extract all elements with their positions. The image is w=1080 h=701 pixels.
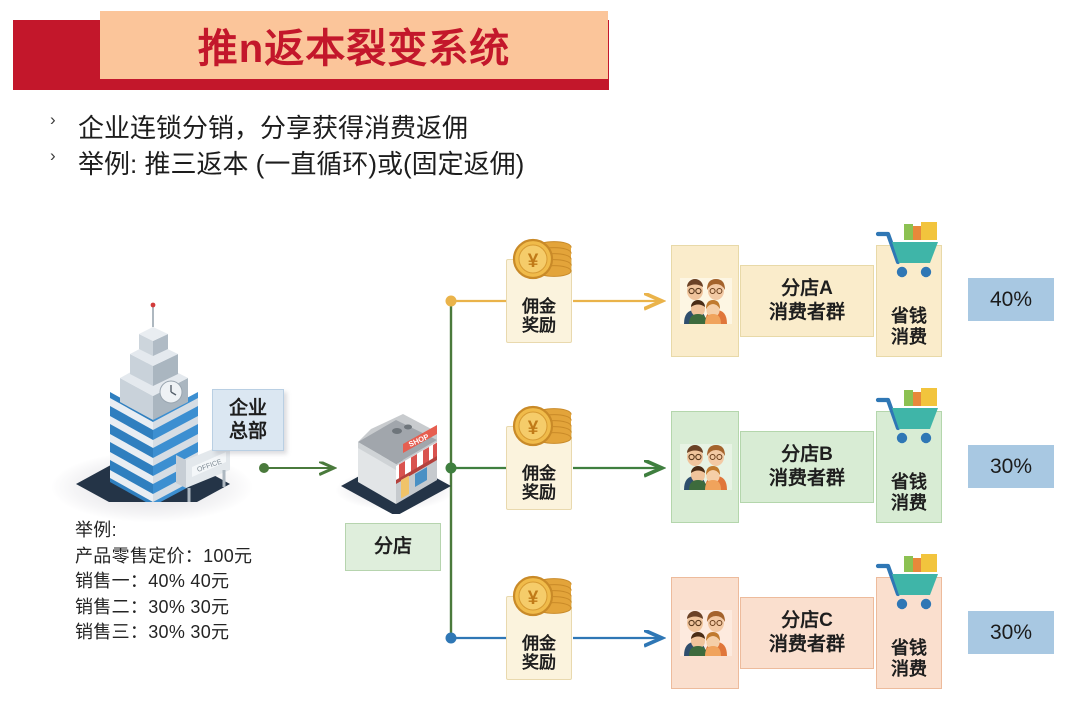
save-panel-row-b: 省钱 消费 bbox=[876, 411, 942, 523]
save-label-line2-row-b: 消费 bbox=[891, 492, 927, 513]
branch-group-line1-row-b: 分店B bbox=[781, 444, 833, 466]
save-label-line2-row-c: 消费 bbox=[891, 658, 927, 679]
save-label-line1-row-a: 省钱 bbox=[891, 305, 927, 326]
branch-group-panel-row-c: 分店C 消费者群 bbox=[740, 597, 874, 669]
example-line-2: 销售一：40% 40元 bbox=[75, 571, 230, 592]
svg-text:¥: ¥ bbox=[528, 251, 539, 272]
shop-icon: SHOP bbox=[341, 414, 451, 514]
headquarters-label-line2: 总部 bbox=[228, 421, 267, 442]
branch-group-line1-row-a: 分店A bbox=[781, 278, 833, 300]
commission-label-line1: 佣金 bbox=[522, 463, 556, 483]
chevron-right-icon: › bbox=[50, 110, 56, 129]
shopping-cart-icon bbox=[875, 554, 938, 610]
bullet-item-1: › 企业连锁分销，分享获得消费返佣 bbox=[40, 108, 740, 144]
save-label-line2-row-a: 消费 bbox=[891, 326, 927, 347]
branch-group-line2-row-b: 消费者群 bbox=[768, 468, 845, 489]
shopping-cart-icon bbox=[875, 222, 938, 278]
commission-label-line1: 佣金 bbox=[522, 296, 556, 316]
save-panel-row-c: 省钱 消费 bbox=[876, 577, 942, 689]
shopping-cart-icon bbox=[875, 388, 938, 444]
family-panel-row-a bbox=[671, 245, 739, 357]
headquarters-label-line1: 企业 bbox=[228, 397, 267, 419]
commission-label-line1: 佣金 bbox=[522, 633, 556, 653]
bullet-item-1-label: 企业连锁分销，分享获得消费返佣 bbox=[78, 112, 469, 143]
commission-label-line2: 奖励 bbox=[522, 653, 556, 673]
branch-store-label: 分店 bbox=[345, 523, 441, 571]
coin-stack-icon: ¥ bbox=[512, 238, 572, 280]
title-peach-bar bbox=[100, 11, 608, 79]
headquarters-label: 企业 总部 bbox=[212, 389, 284, 451]
svg-text:¥: ¥ bbox=[528, 418, 539, 439]
family-icon bbox=[680, 278, 732, 324]
connector-hq-to-shop bbox=[259, 463, 334, 473]
family-panel-row-c bbox=[671, 577, 739, 689]
coin-stack-icon: ¥ bbox=[512, 405, 572, 447]
percent-badge-row-a: 40% bbox=[968, 278, 1054, 321]
branch-group-panel-row-b: 分店B 消费者群 bbox=[740, 431, 874, 503]
bullet-list: › 企业连锁分销，分享获得消费返佣 › 举例: 推三返本 (一直循环)或(固定返… bbox=[40, 108, 740, 180]
commission-label-line2: 奖励 bbox=[522, 316, 556, 336]
page-title: 推n返本裂变系统 bbox=[197, 27, 511, 71]
percent-badge-row-c: 30% bbox=[968, 611, 1054, 654]
branch-group-panel-row-a: 分店A 消费者群 bbox=[740, 265, 874, 337]
save-label-line1-row-c: 省钱 bbox=[891, 637, 927, 658]
save-panel-row-a: 省钱 消费 bbox=[876, 245, 942, 357]
coin-stack-icon: ¥ bbox=[512, 575, 572, 617]
example-line-1: 产品零售定价：100元 bbox=[75, 545, 253, 566]
save-label-line1-row-b: 省钱 bbox=[891, 471, 927, 492]
connector-row-c bbox=[445, 633, 663, 644]
example-note: 举例: 产品零售定价：100元 销售一：40% 40元 销售二：30% 30元 … bbox=[75, 518, 325, 646]
bullet-item-2: › 举例: 推三返本 (一直循环)或(固定返佣) bbox=[40, 144, 740, 180]
family-panel-row-b bbox=[671, 411, 739, 523]
commission-label-line2: 奖励 bbox=[522, 483, 556, 503]
branch-group-line1-row-c: 分店C bbox=[781, 610, 833, 632]
connector-row-a bbox=[445, 296, 663, 307]
example-line-3: 销售二：30% 30元 bbox=[75, 596, 230, 617]
branch-group-line2-row-c: 消费者群 bbox=[768, 634, 845, 655]
chevron-right-icon: › bbox=[50, 146, 56, 165]
connector-row-b bbox=[445, 463, 663, 474]
bullet-item-2-label: 举例: 推三返本 (一直循环)或(固定返佣) bbox=[78, 148, 525, 179]
office-building-icon: OFFICE bbox=[76, 302, 230, 502]
example-line-4: 销售三：30% 30元 bbox=[75, 622, 230, 643]
family-icon bbox=[680, 444, 732, 490]
branch-group-line2-row-a: 消费者群 bbox=[768, 302, 845, 323]
family-icon bbox=[680, 610, 732, 656]
example-heading: 举例: bbox=[75, 520, 117, 540]
svg-text:¥: ¥ bbox=[528, 588, 539, 609]
percent-badge-row-b: 30% bbox=[968, 445, 1054, 488]
